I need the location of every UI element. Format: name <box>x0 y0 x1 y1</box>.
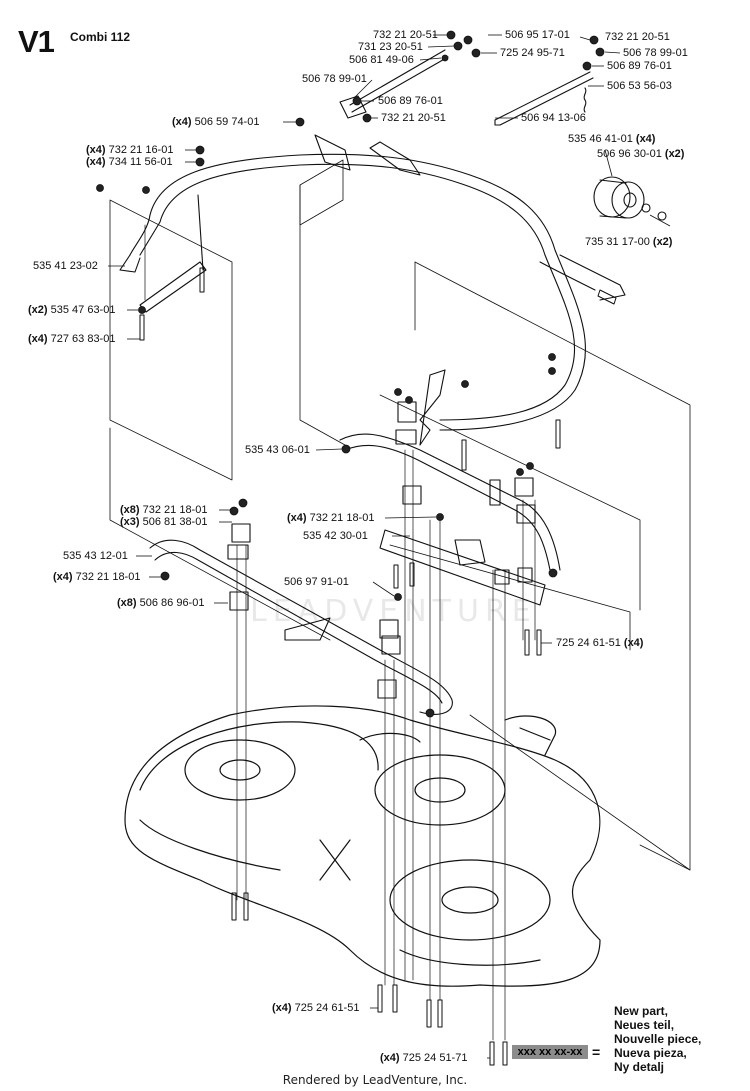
part-label: 725 24 95-71 <box>500 47 565 59</box>
part-label: 732 21 20-51 <box>373 29 438 41</box>
part-label: (x4) 732 21 18-01 <box>53 571 141 583</box>
part-label: (x4) 727 63 83-01 <box>28 333 116 345</box>
part-label: 731 23 20-51 <box>358 41 423 53</box>
part-label: 732 21 20-51 <box>381 112 446 124</box>
part-label: 506 94 13-06 <box>521 112 586 124</box>
legend-equals: = <box>592 1044 601 1060</box>
part-label: 535 43 12-01 <box>63 550 128 562</box>
footer-credit: Rendered by LeadVenture, Inc. <box>282 1073 468 1087</box>
part-label: 506 89 76-01 <box>378 95 443 107</box>
legend-line: Ny detalj <box>614 1060 665 1074</box>
part-label: (x8) 506 86 96-01 <box>117 597 205 609</box>
part-label: (x3) 506 81 38-01 <box>120 516 208 528</box>
watermark: LEADVENTURE <box>250 594 537 629</box>
part-label: 735 31 17-00 (x2) <box>585 236 673 248</box>
model-name: Combi 112 <box>70 30 131 44</box>
part-label: (x4) 725 24 51-71 <box>380 1052 468 1064</box>
new-part-legend: New part, Neues teil, Nouvelle piece, Nu… <box>614 1004 701 1074</box>
legend-line: Nueva pieza, <box>614 1046 687 1060</box>
part-label: (x4) 732 21 16-01 <box>86 144 174 156</box>
part-label: 732 21 20-51 <box>605 31 670 43</box>
part-label: (x2) 535 47 63-01 <box>28 304 116 316</box>
part-label: 535 43 06-01 <box>245 444 310 456</box>
part-label: 535 46 41-01 (x4) <box>568 133 656 145</box>
part-label: (x4) 725 24 61-51 <box>272 1002 360 1014</box>
part-label: (x8) 732 21 18-01 <box>120 504 208 516</box>
part-label: (x4) 506 59 74-01 <box>172 116 260 128</box>
legend-line: Nouvelle piece, <box>614 1032 702 1046</box>
part-label: 535 42 30-01 <box>303 530 368 542</box>
part-label: 506 78 99-01 <box>302 73 367 85</box>
part-label: 506 95 17-01 <box>505 29 570 41</box>
part-label: 506 96 30-01 (x2) <box>597 148 685 160</box>
part-label: 506 78 99-01 <box>623 47 688 59</box>
part-label: 506 53 56-03 <box>607 80 672 92</box>
diagram-code: V1 <box>18 24 55 59</box>
new-part-key-box: xxx xx xx-xx <box>512 1045 588 1059</box>
part-label: (x4) 734 11 56-01 <box>86 156 173 168</box>
legend-line: Neues teil, <box>614 1018 675 1032</box>
part-label: (x4) 732 21 18-01 <box>287 512 375 524</box>
part-label: 506 89 76-01 <box>607 60 672 72</box>
part-label: 506 97 91-01 <box>284 576 349 588</box>
part-label: 535 41 23-02 <box>33 260 98 272</box>
legend-line: New part, <box>614 1004 669 1018</box>
part-label: 506 81 49-06 <box>349 54 414 66</box>
part-label: 725 24 61-51 (x4) <box>556 637 644 649</box>
